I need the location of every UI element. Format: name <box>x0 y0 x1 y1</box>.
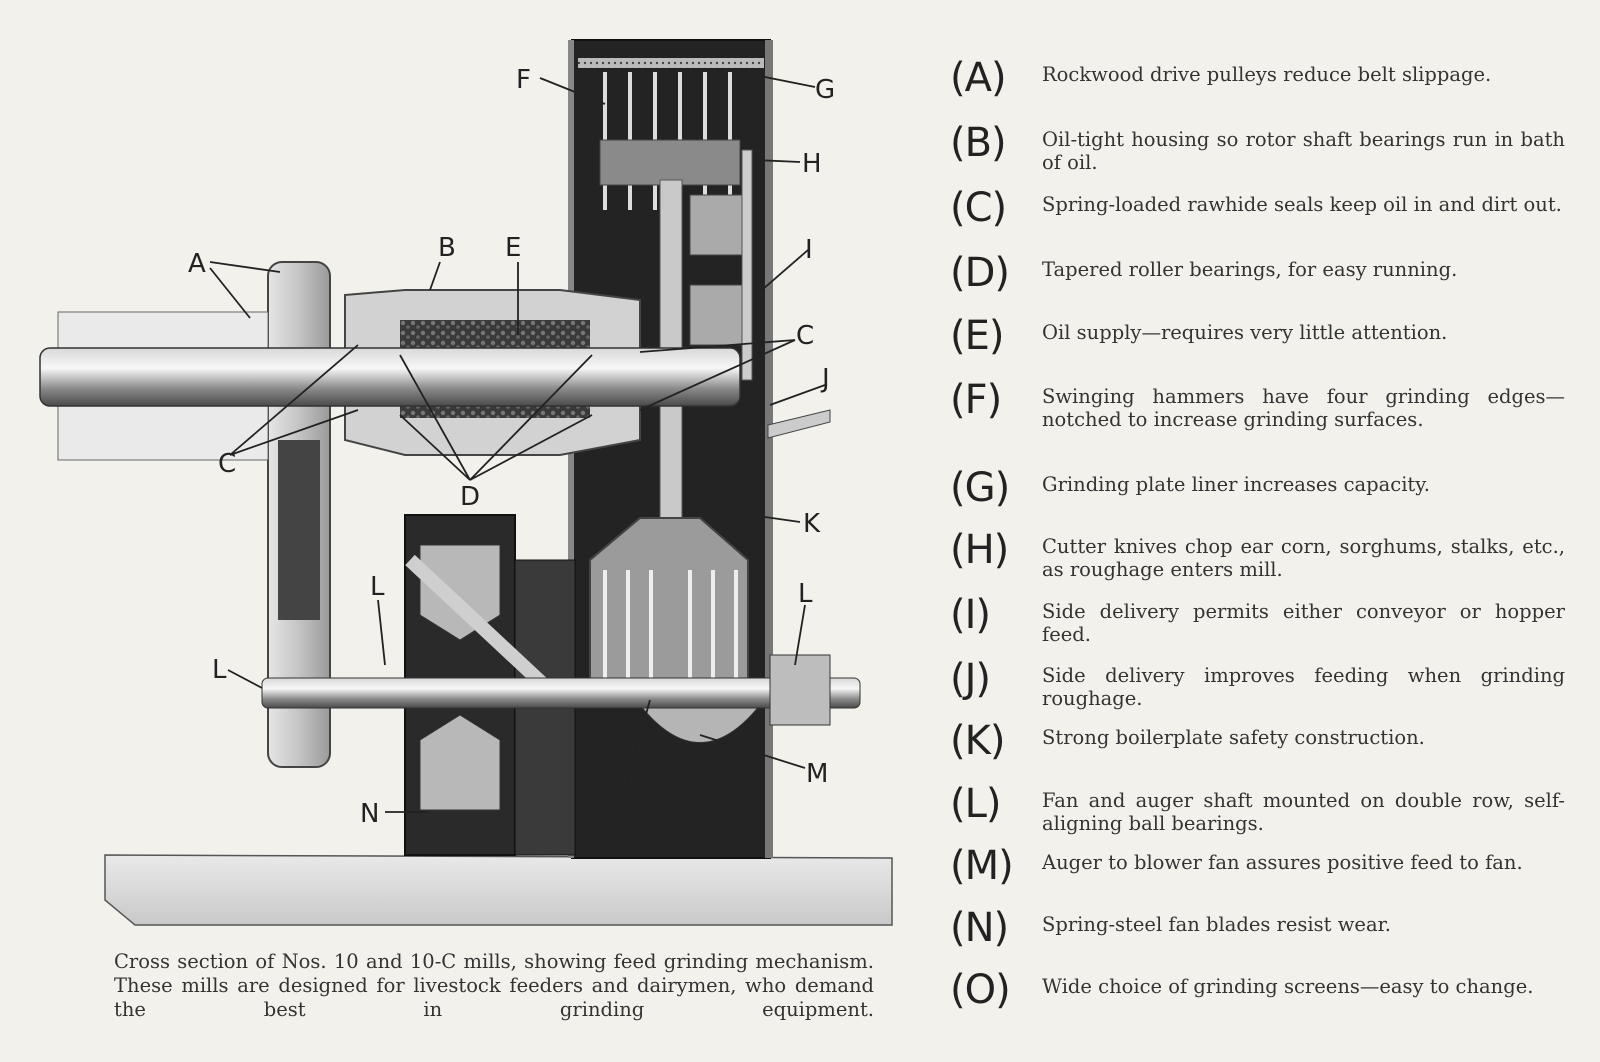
callout-k: K <box>803 509 821 539</box>
fan-auger-shaft <box>261 654 861 726</box>
callout-l-left: L <box>370 572 385 602</box>
legend-item-f: (F) Swinging hammers have four grinding … <box>950 378 1565 431</box>
legend-text: Cutter knives chop ear corn, sorghums, s… <box>1042 535 1565 581</box>
callout-f: F <box>516 65 531 95</box>
legend-text: Swinging hammers have four grinding edge… <box>1042 385 1565 431</box>
legend-text: Spring-steel fan blades resist wear. <box>1042 913 1391 936</box>
legend-item-g: (G) Grinding plate liner increases capac… <box>950 466 1565 510</box>
legend-text: Grinding plate liner increases capacity. <box>1042 473 1430 496</box>
legend-letter: (L) <box>950 781 1002 827</box>
legend-item-d: (D) Tapered roller bearings, for easy ru… <box>950 251 1565 295</box>
callout-c-right: C <box>796 321 814 351</box>
legend-text: Tapered roller bearings, for easy runnin… <box>1042 258 1458 281</box>
legend-item-c: (C) Spring-loaded rawhide seals keep oil… <box>950 186 1565 230</box>
legend-letter: (N) <box>950 905 1009 951</box>
legend-item-a: (A) Rockwood drive pulleys reduce belt s… <box>950 56 1565 100</box>
legend-letter: (H) <box>950 527 1009 573</box>
legend-item-i: (I) Side delivery permits either conveyo… <box>950 593 1565 646</box>
legend-letter: (C) <box>950 185 1007 231</box>
callout-j: J <box>820 364 830 394</box>
legend-letter: (D) <box>950 250 1010 296</box>
legend-letter: (J) <box>950 656 991 702</box>
legend-letter: (E) <box>950 313 1004 359</box>
callout-n: N <box>360 799 379 829</box>
legend-item-l: (L) Fan and auger shaft mounted on doubl… <box>950 782 1565 835</box>
legend-item-k: (K) Strong boilerplate safety constructi… <box>950 719 1565 763</box>
callout-c-left: C <box>218 449 236 479</box>
grinding-chamber <box>568 39 773 859</box>
legend-letter: (A) <box>950 55 1007 101</box>
mill-cross-section-diagram: A B C C D E F G H I J K L L L M N O <box>39 39 893 926</box>
callout-o: O <box>612 802 632 832</box>
legend-text: Side delivery permits either conveyor or… <box>1042 600 1565 646</box>
legend-text: Fan and auger shaft mounted on double ro… <box>1042 789 1565 835</box>
callout-d: D <box>460 482 480 512</box>
callout-i: I <box>805 235 813 265</box>
diagram-caption: Cross section of Nos. 10 and 10-C mills,… <box>114 950 874 1021</box>
legend-item-b: (B) Oil-tight housing so rotor shaft bea… <box>950 121 1565 174</box>
legend-text: Oil-tight housing so rotor shaft bearing… <box>1042 128 1565 174</box>
callout-l-shaft: L <box>212 655 227 685</box>
side-delivery-pipe <box>767 409 831 439</box>
legend-item-n: (N) Spring-steel fan blades resist wear. <box>950 906 1565 950</box>
legend-text: Auger to blower fan assures positive fee… <box>1042 851 1523 874</box>
legend-letter: (I) <box>950 592 991 638</box>
legend-letter: (M) <box>950 843 1014 889</box>
callout-m: M <box>806 759 828 789</box>
legend-item-h: (H) Cutter knives chop ear corn, sorghum… <box>950 528 1565 581</box>
callout-l-right: L <box>798 579 813 609</box>
callout-b: B <box>438 233 456 263</box>
callout-a: A <box>188 249 206 279</box>
legend-text: Oil supply—requires very little attentio… <box>1042 321 1448 344</box>
legend-letter: (K) <box>950 718 1005 764</box>
legend-text: Strong boilerplate safety construction. <box>1042 726 1425 749</box>
legend-letter: (O) <box>950 967 1011 1013</box>
legend-item-e: (E) Oil supply—requires very little atte… <box>950 314 1565 358</box>
rotor-shaft <box>39 347 741 407</box>
legend-text: Side delivery improves feeding when grin… <box>1042 664 1565 710</box>
legend-letter: (F) <box>950 377 1002 423</box>
legend-text: Spring-loaded rawhide seals keep oil in … <box>1042 193 1562 216</box>
legend-text: Rockwood drive pulleys reduce belt slip­… <box>1042 63 1492 86</box>
callout-e: E <box>505 233 521 263</box>
legend-item-m: (M) Auger to blower fan assures positive… <box>950 844 1565 888</box>
callout-h: H <box>802 149 822 179</box>
leader-lines <box>209 72 826 813</box>
legend-text: Wide choice of grinding screens—easy to … <box>1042 975 1534 998</box>
legend-letter: (G) <box>950 465 1010 511</box>
legend-letter: (B) <box>950 120 1007 166</box>
callout-g: G <box>815 75 835 105</box>
legend-item-j: (J) Side delivery improves feeding when … <box>950 657 1565 710</box>
legend-item-o: (O) Wide choice of grinding screens—easy… <box>950 968 1565 1012</box>
base-board <box>104 854 893 926</box>
